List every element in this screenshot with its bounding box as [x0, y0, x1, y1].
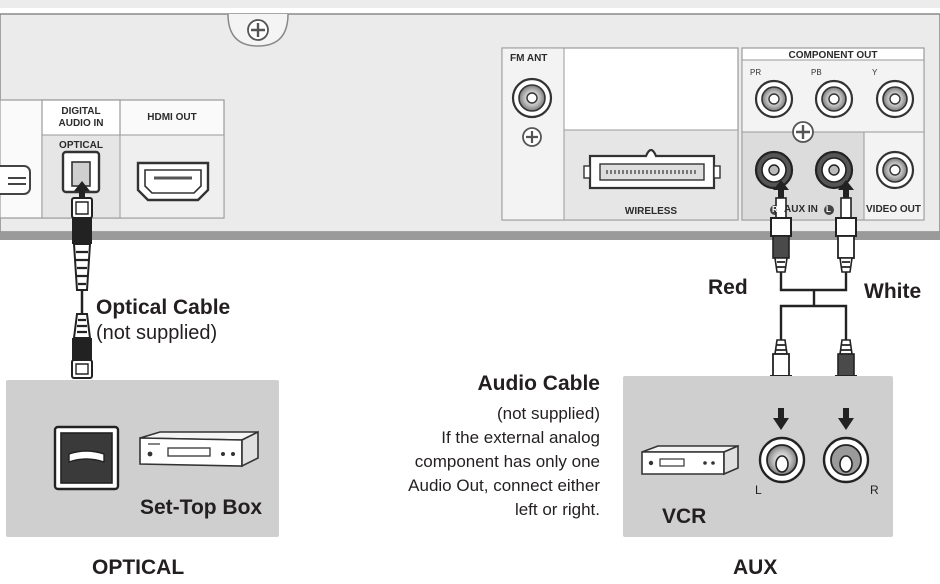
white-plug-upper — [835, 197, 857, 273]
aux-in-label: AUX IN — [784, 204, 818, 215]
pb-label: PB — [811, 68, 822, 77]
optical-cable-title: Optical Cable — [96, 296, 231, 319]
component-jack-y — [875, 79, 915, 119]
fm-ant-label: FM ANT — [510, 53, 548, 64]
optical-port — [61, 150, 101, 194]
aux-l-letter: L — [826, 205, 831, 214]
digital-audio-in-label: DIGITAL AUDIO IN — [58, 106, 104, 129]
wireless-port — [583, 148, 721, 190]
aux-l-badge — [824, 205, 834, 215]
component-jack-pb — [814, 79, 854, 119]
audio-cable-notes: (not supplied) If the external analog co… — [408, 404, 600, 519]
set-top-box-icon — [139, 430, 259, 468]
video-out-label: VIDEO OUT — [866, 204, 922, 215]
red-plug-upper — [770, 197, 792, 273]
y-label: Y — [872, 68, 878, 77]
video-out-jack — [875, 150, 915, 190]
aux-caption: AUX — [733, 556, 778, 579]
fm-wireless-cluster — [501, 47, 739, 221]
optical-cable — [71, 181, 93, 416]
component-out-label: COMPONENT OUT — [788, 50, 878, 61]
set-top-box-panel — [6, 380, 279, 537]
optical-caption: OPTICAL — [92, 556, 185, 579]
vcr-jack-left — [758, 436, 806, 484]
aux-r-letter: R — [772, 205, 778, 214]
hdmi-out-label: HDMI OUT — [147, 112, 197, 123]
vcr-label: VCR — [662, 505, 707, 528]
component-aux-cluster — [741, 47, 925, 221]
vcr-panel — [623, 376, 893, 537]
red-wire-label: Red — [708, 276, 748, 299]
vcr-icon — [641, 444, 739, 476]
pr-label: PR — [750, 68, 762, 77]
left-port-cluster — [0, 99, 225, 219]
vcr-jack-r-label: R — [870, 483, 879, 497]
audio-cable-title: Audio Cable — [477, 372, 600, 395]
vcr-jack-l-label: L — [755, 483, 762, 497]
optical-cable-note: (not supplied) — [96, 322, 218, 344]
aux-jack-right — [754, 150, 794, 190]
vcr-jack-right — [822, 436, 870, 484]
white-wire-label: White — [864, 280, 922, 303]
optical-port-label: OPTICAL — [59, 140, 103, 151]
component-jack-pr — [754, 79, 794, 119]
set-top-box-optical-port — [53, 425, 120, 491]
fm-ant-jack — [511, 77, 553, 119]
set-top-box-label: Set-Top Box — [140, 496, 263, 519]
aux-jack-left — [814, 150, 854, 190]
hdmi-port — [136, 161, 210, 202]
wireless-label: WIRELESS — [624, 206, 678, 217]
